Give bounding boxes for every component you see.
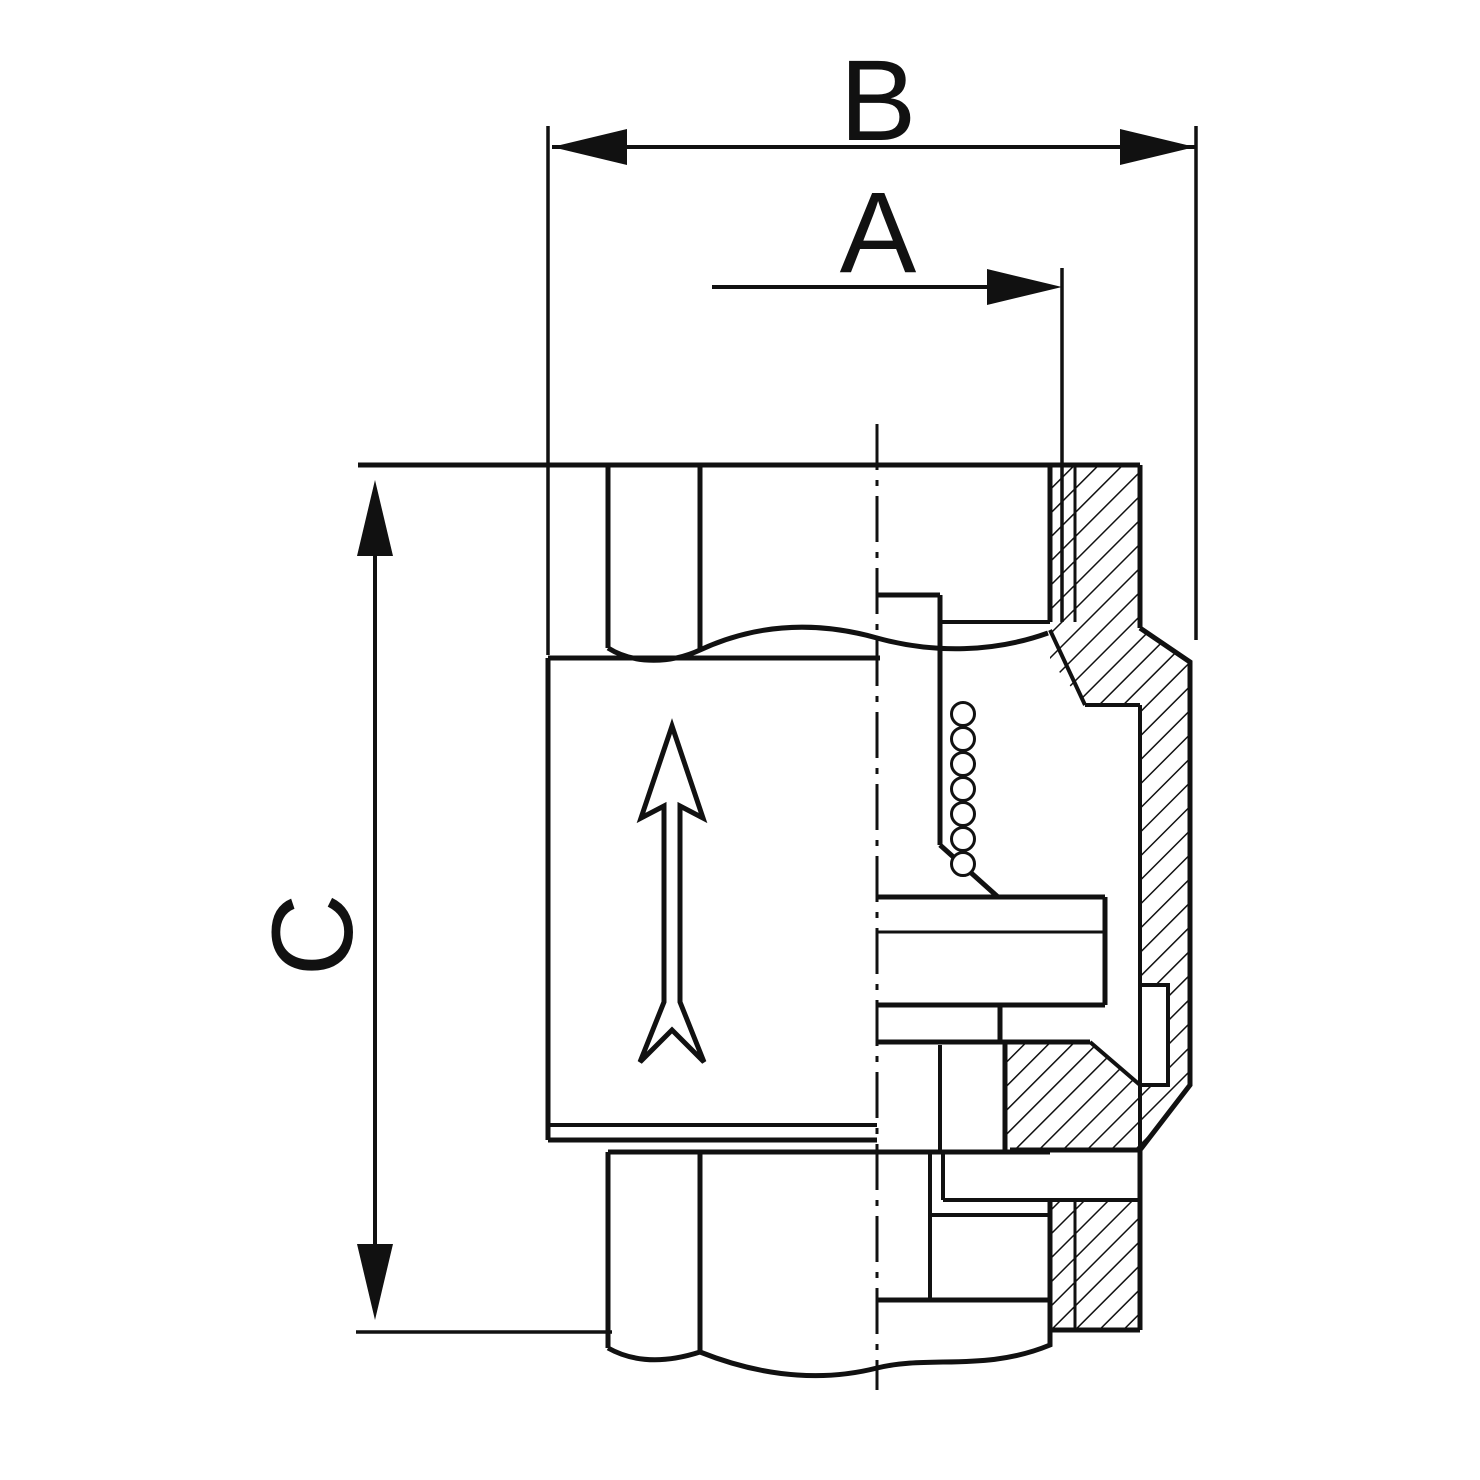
hatch-region-bottom-thread: [1050, 1200, 1140, 1330]
dimension-b-label: B: [840, 37, 917, 165]
hatch-region-valve-seat: [1005, 1042, 1140, 1150]
flow-direction-arrow-icon: [636, 718, 708, 1064]
dimension-b: B: [546, 37, 1198, 655]
hatch-region-right-wall: [1140, 662, 1190, 1085]
dimension-c-label: C: [249, 893, 377, 976]
spring-coil: [950, 701, 976, 727]
spring-coil: [950, 851, 976, 877]
hatch-region-upper-flange: [1050, 628, 1190, 705]
spring-coil: [950, 726, 976, 752]
valve-internals: [877, 592, 1108, 1150]
dimension-c: C: [249, 480, 612, 1334]
hatch-region-top-thread: [1050, 465, 1140, 628]
dimension-a-arrowhead-icon: [987, 269, 1062, 305]
dimension-a: A: [712, 169, 1064, 622]
spring-coil: [950, 776, 976, 802]
seat-chamfer-line: [1088, 1040, 1142, 1087]
bottom-nut-chamfer-arcs: [606, 1330, 1053, 1379]
spring-coil: [950, 751, 976, 777]
chamber-top-chamfer: [1048, 629, 1087, 706]
top-nut-chamfer-arcs: [606, 624, 1049, 663]
body-notch: [1138, 983, 1170, 1087]
spring-coil: [950, 826, 976, 852]
dimension-b-arrowhead-right-icon: [1120, 129, 1195, 165]
dimension-c-arrowhead-bottom-icon: [357, 1244, 393, 1320]
dimension-c-arrowhead-top-icon: [357, 480, 393, 556]
section-hatching: [1005, 465, 1190, 1330]
dimension-b-arrowhead-left-icon: [552, 129, 627, 165]
valve-section-outline: [877, 465, 1193, 1333]
dimension-a-label: A: [840, 169, 917, 297]
spring-coil: [950, 801, 976, 827]
flange-outer-profile: [1138, 625, 1193, 1152]
valve-external-outline: [358, 462, 1140, 1379]
